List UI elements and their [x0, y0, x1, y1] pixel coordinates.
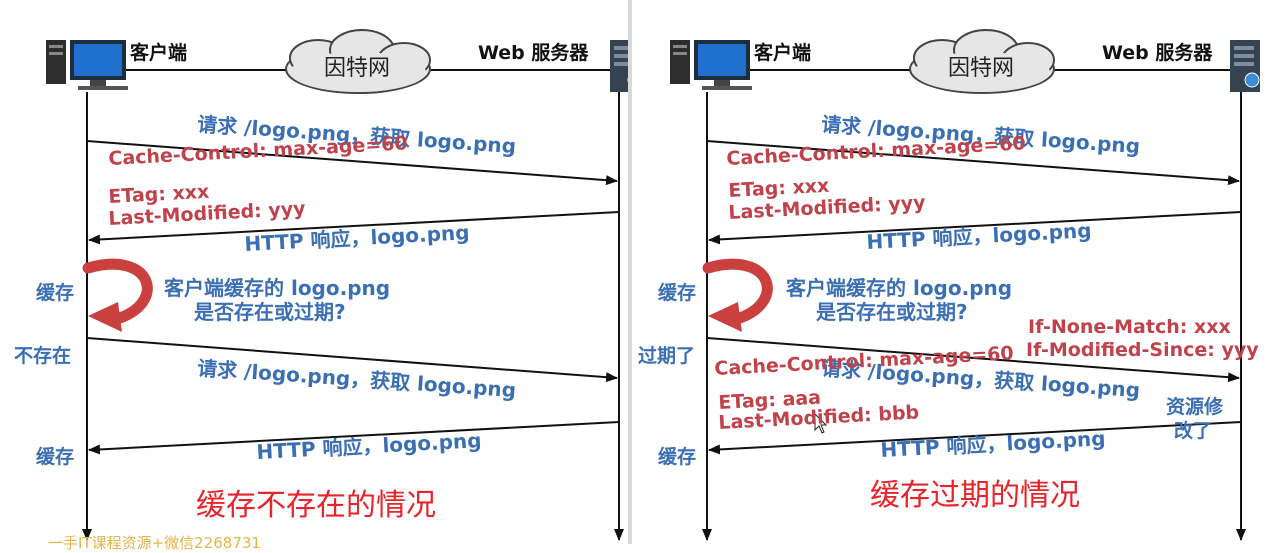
- request-arrow-1: [706, 140, 1240, 186]
- header-if-modified-since: If-Modified-Since: yyy: [1026, 339, 1259, 361]
- cloud-label: 因特网: [948, 56, 1015, 81]
- question-line-2: 是否存在或过期?: [194, 300, 346, 324]
- side-label-cache-2: 缓存: [36, 446, 75, 468]
- cache-check-curl-arrow: [702, 258, 773, 332]
- cache-check-curl-arrow: [82, 258, 153, 332]
- side-label-cache-2: 缓存: [658, 446, 697, 468]
- client-label: 客户端: [130, 42, 188, 64]
- resource-modified-line-1: 资源修: [1166, 396, 1224, 418]
- sequence-diagram-svg: [46, 29, 650, 541]
- mouse-cursor-icon: [814, 412, 828, 434]
- side-label-cache-1: 缓存: [658, 282, 697, 304]
- response-arrow-2: [88, 421, 620, 455]
- side-label-state: 不存在: [14, 345, 72, 367]
- conditional-request-arrow: [706, 337, 1240, 383]
- side-label-cache-1: 缓存: [36, 282, 75, 304]
- panel-divider: [628, 0, 632, 544]
- internet-cloud-icon: [285, 29, 431, 94]
- request-arrow-2: [86, 337, 618, 383]
- caption-cache-expired: 缓存过期的情况: [870, 478, 1080, 513]
- side-label-state: 过期了: [638, 345, 696, 367]
- client-computer-icon: [670, 40, 752, 90]
- response-arrow-1: [708, 211, 1242, 245]
- request-arrow-1: [86, 140, 618, 186]
- question-line-1: 客户端缓存的 logo.png: [164, 276, 391, 300]
- response-arrow-1: [88, 211, 620, 245]
- question-line-1: 客户端缓存的 logo.png: [786, 276, 1013, 300]
- client-label: 客户端: [754, 42, 812, 64]
- diagram-panel-cache-expired: 客户端 Web 服务器 因特网 请求 /logo.png，获取 logo.png…: [632, 0, 1260, 544]
- question-line-2: 是否存在或过期?: [816, 300, 968, 324]
- diagram-panel-cache-missing: 客户端 Web 服务器 因特网 请求 /logo.png，获取 logo.png…: [0, 0, 650, 544]
- internet-cloud-icon: [909, 29, 1055, 94]
- client-computer-icon: [46, 40, 128, 90]
- sequence-diagram-svg: [670, 29, 1260, 541]
- caption-cache-missing: 缓存不存在的情况: [196, 488, 436, 523]
- server-icon: [1230, 40, 1260, 92]
- resource-modified-line-2: 改了: [1174, 420, 1213, 442]
- header-if-none-match: If-None-Match: xxx: [1028, 316, 1231, 338]
- response-arrow-2: [708, 421, 1242, 455]
- server-label: Web 服务器: [1102, 42, 1213, 64]
- cloud-label: 因特网: [324, 56, 391, 81]
- server-label: Web 服务器: [478, 42, 589, 64]
- watermark-text: 一手IT课程资源+微信2268731: [48, 534, 261, 552]
